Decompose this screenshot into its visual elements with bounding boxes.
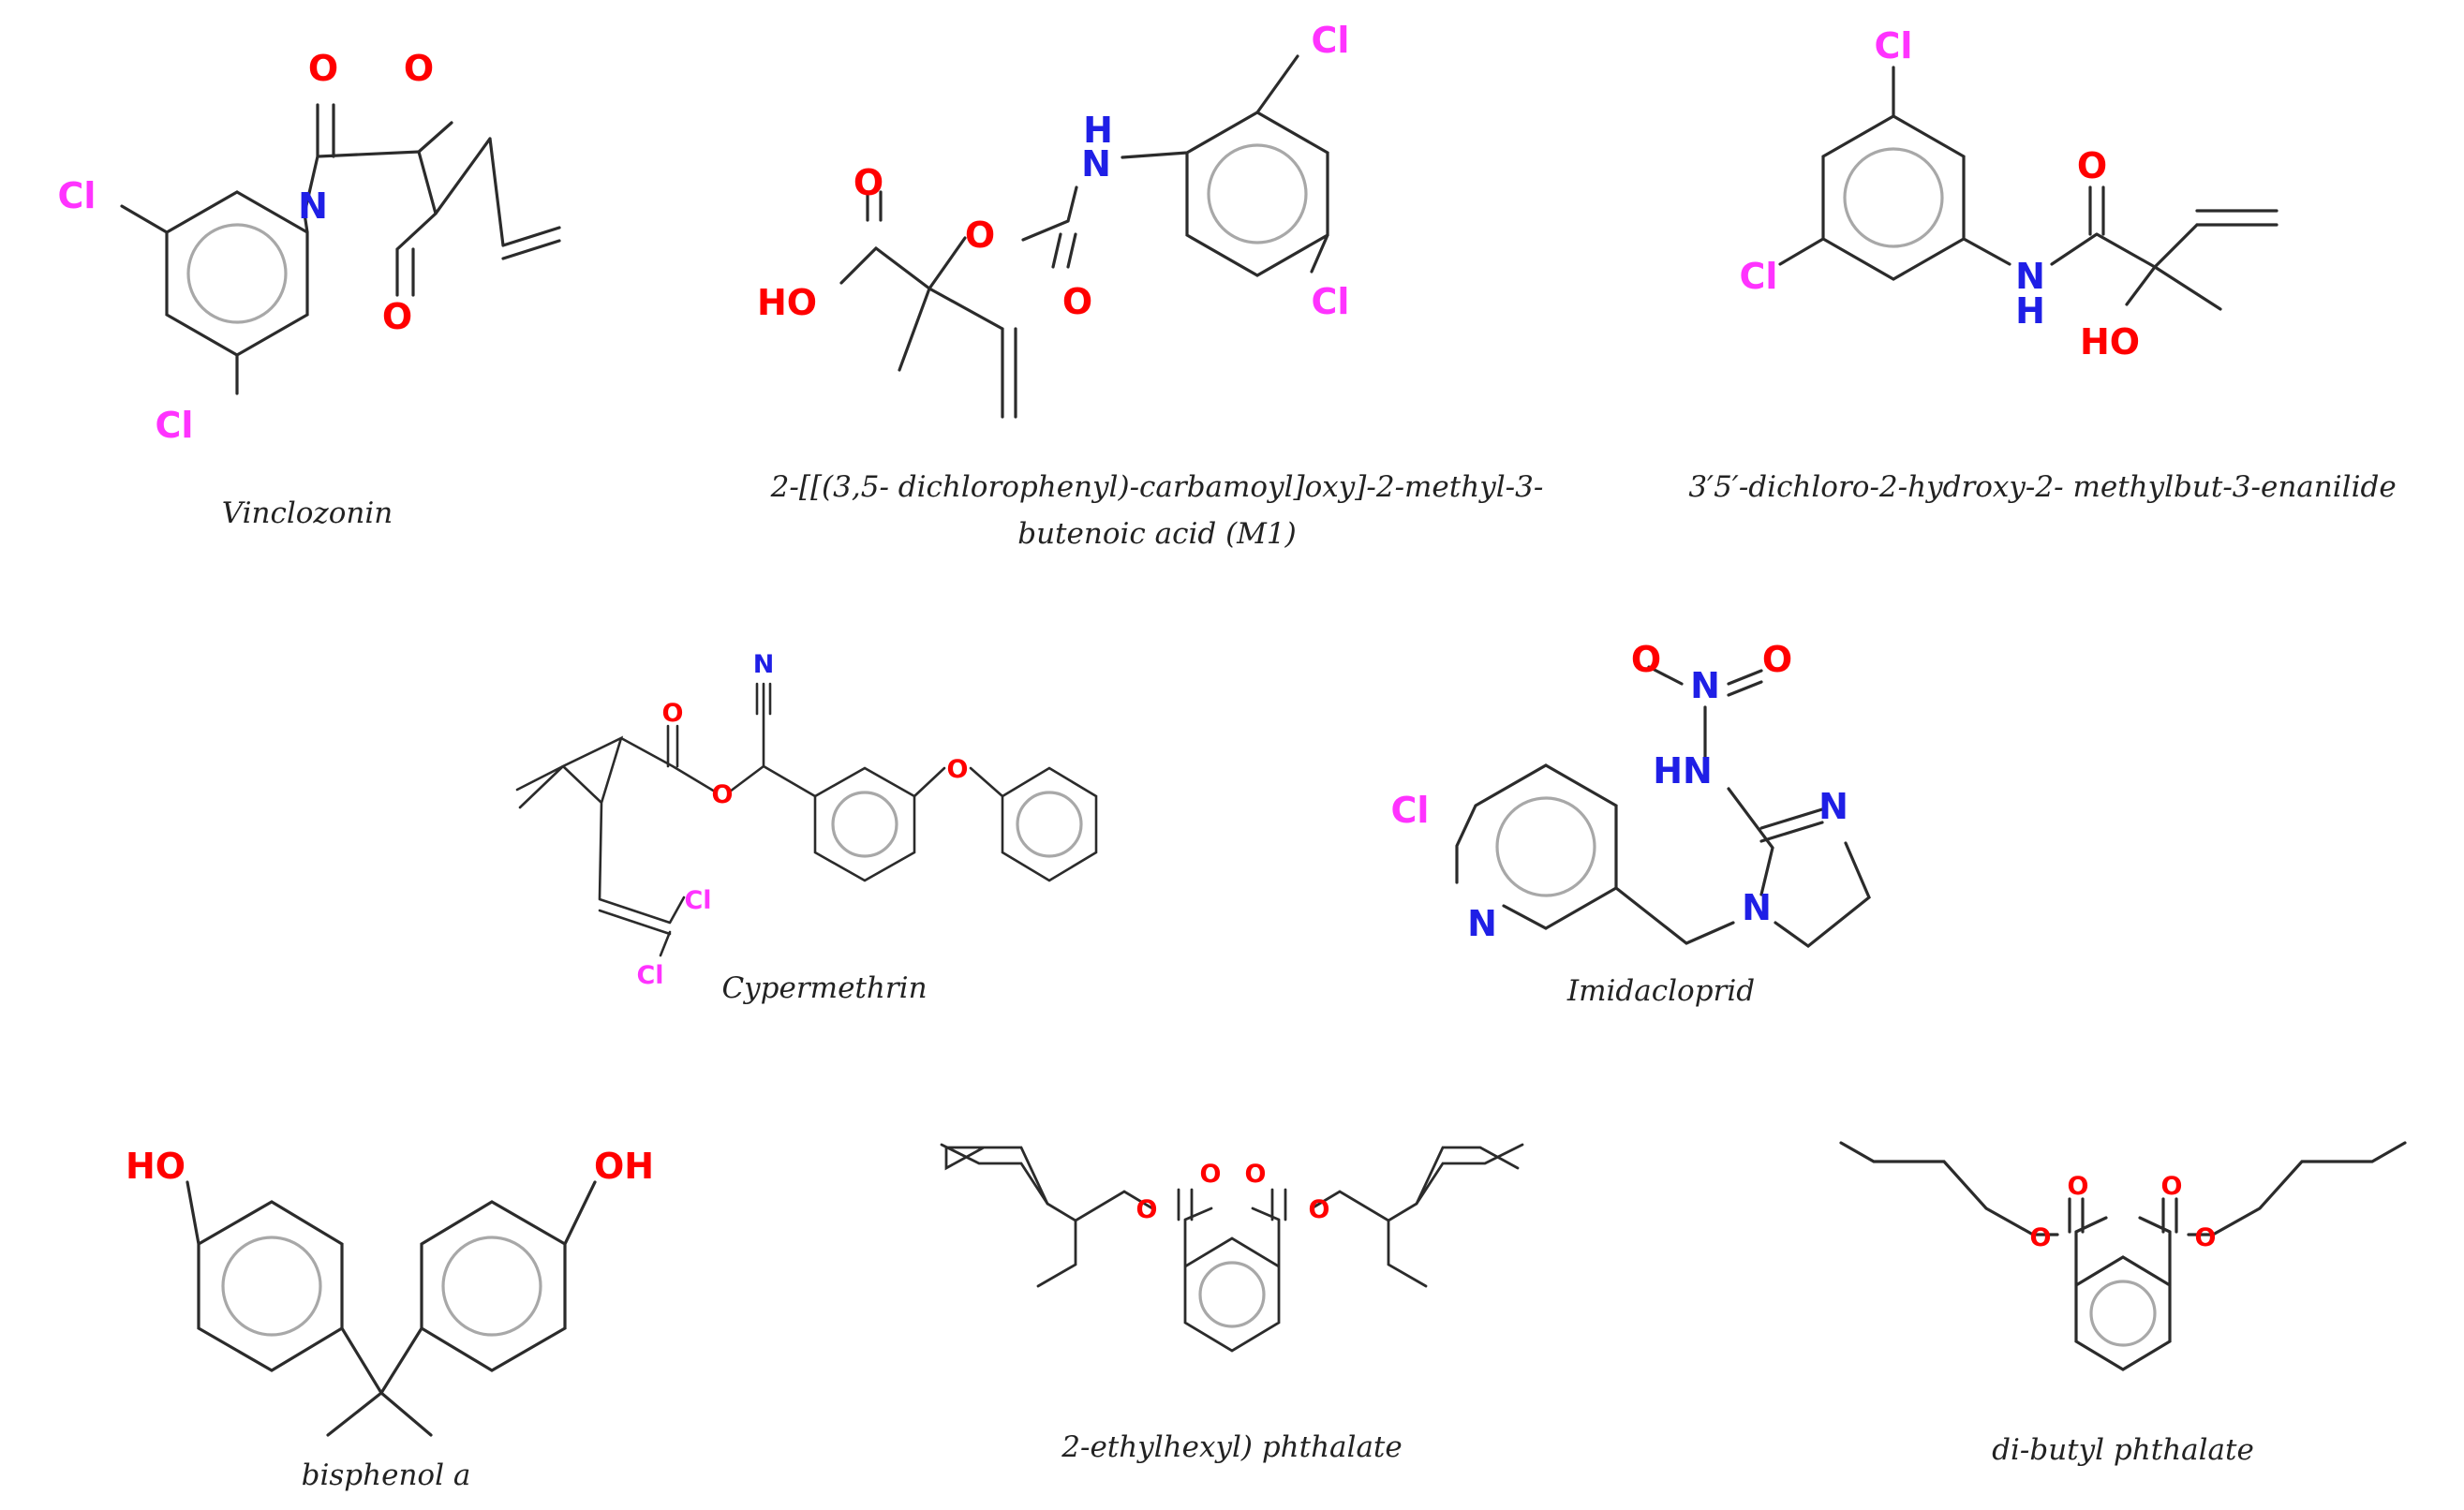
m1-atom-label: O: [965, 215, 995, 256]
dbp-aromatic-ring: [2089, 1280, 2157, 1347]
imidacloprid-atom-label: O: [1762, 639, 1792, 680]
imidacloprid-atom-label: N: [1742, 887, 1772, 928]
molecule-vinclozolin: O O Cl N O Cl Vinclozonin: [58, 48, 561, 530]
dehp-atom-label: O: [1200, 1160, 1222, 1189]
imidacloprid-atom-label: N: [1467, 903, 1497, 944]
vinclozolin-atom-label: O: [308, 48, 338, 89]
vinclozolin-atom-label: O: [382, 296, 412, 337]
cypermethrin-ring-1: [831, 791, 898, 858]
dehp-atom-label: O: [1309, 1195, 1330, 1224]
imidacloprid-atom-label: O: [1631, 639, 1661, 680]
m1-name-line-2: butenoic acid (M1): [1017, 517, 1296, 551]
enanilide-bonds: [1778, 66, 2278, 311]
imidacloprid-atom-label: N: [1690, 665, 1720, 706]
enanilide-name: 3′5′-dichloro-2-hydroxy-2- methylbut-3-e…: [1688, 470, 2396, 504]
m1-atom-label: O: [1062, 281, 1092, 322]
vinclozolin-aromatic-ring: [186, 223, 288, 324]
molecule-dehp: O O O O 2-ethylhexyl) phthalate: [940, 1143, 1524, 1464]
enanilide-atom-label: N: [2015, 256, 2045, 297]
dbp-atom-label: O: [2068, 1172, 2089, 1201]
dehp-atom-label: O: [1245, 1160, 1267, 1189]
molecule-imidacloprid: O N O HN N Cl N N Imidacloprid: [1391, 639, 1871, 1008]
m1-atom-label: Cl: [1312, 281, 1350, 322]
bpa-name: bisphenol a: [302, 1458, 471, 1492]
cypermethrin-atom-label: O: [947, 755, 969, 784]
cypermethrin-ring-2: [1016, 791, 1083, 858]
cypermethrin-atom-label: O: [712, 780, 734, 809]
molecule-cypermethrin: N O O O Cl Cl Cypermethrin: [515, 650, 1098, 1005]
cypermethrin-atom-label: Cl: [684, 886, 711, 915]
bpa-bonds: [186, 1180, 597, 1437]
vinclozolin-atom-label: O: [404, 48, 434, 89]
m1-aromatic-ring: [1207, 143, 1308, 244]
imidacloprid-atom-label: HN: [1653, 750, 1713, 792]
enanilide-atom-label: HO: [2080, 321, 2140, 363]
cypermethrin-atom-label: O: [662, 699, 684, 728]
cypermethrin-atom-label: Cl: [636, 961, 663, 990]
m1-atom-label: N: [1081, 143, 1111, 185]
vinclozolin-atom-label: N: [298, 185, 328, 227]
dbp-atom-label: O: [2161, 1172, 2183, 1201]
molecule-bpa: HO OH bisphenol a: [126, 1146, 654, 1492]
enanilide-atom-label: Cl: [1740, 256, 1778, 297]
dehp-left-tail: [940, 1143, 1049, 1206]
dbp-atom-label: O: [2195, 1223, 2217, 1252]
dehp-atom-label: O: [1136, 1195, 1158, 1224]
cypermethrin-atom-label: N: [753, 650, 775, 679]
bpa-ring-1: [221, 1236, 322, 1337]
enanilide-atom-label: H: [2015, 290, 2045, 332]
vinclozolin-atom-label: Cl: [156, 405, 194, 446]
bpa-atom-label: HO: [126, 1146, 186, 1187]
enanilide-aromatic-ring: [1843, 147, 1944, 248]
bpa-atom-label: OH: [594, 1146, 654, 1187]
dehp-right-tail: [1415, 1143, 1524, 1206]
imidacloprid-pyridine-ring: [1495, 796, 1596, 897]
imidacloprid-atom-label: N: [1818, 786, 1848, 827]
m1-name-line-1: 2-[[(3,5- dichlorophenyl)-carbamoyl]oxy]…: [770, 470, 1544, 504]
bpa-ring-2: [441, 1236, 542, 1337]
molecule-m1: Cl H N O O HO O Cl 2-[[(3,5- dichlorophe…: [757, 20, 1543, 551]
vinclozolin-name: Vinclozonin: [222, 496, 393, 530]
vinclozolin-atom-label: Cl: [58, 175, 96, 216]
imidacloprid-name: Imidacloprid: [1566, 974, 1755, 1008]
imidacloprid-bonds: [1455, 665, 1871, 949]
m1-bonds: [839, 54, 1329, 419]
molecule-dbp: O O O O di-butyl phthalate: [1839, 1141, 2407, 1467]
imidacloprid-atom-label: Cl: [1391, 790, 1430, 831]
enanilide-atom-label: Cl: [1875, 25, 1913, 67]
m1-atom-label: HO: [757, 282, 817, 323]
dbp-atom-label: O: [2030, 1223, 2052, 1252]
vinclozolin-bonds: [120, 103, 561, 395]
dehp-aromatic-ring: [1198, 1261, 1266, 1328]
cypermethrin-bonds: [515, 682, 1098, 957]
cypermethrin-name: Cypermethrin: [721, 971, 927, 1005]
dehp-name: 2-ethylhexyl) phthalate: [1061, 1430, 1402, 1464]
m1-atom-label: Cl: [1312, 20, 1350, 61]
m1-atom-label: O: [853, 162, 883, 203]
m1-atom-label: H: [1083, 110, 1113, 151]
enanilide-atom-label: O: [2077, 145, 2107, 186]
dbp-bonds: [1839, 1141, 2407, 1371]
molecule-enanilide: Cl O Cl N H HO 3′5′-dichloro-2-hydroxy-2…: [1688, 25, 2396, 504]
dbp-name: di-butyl phthalate: [1992, 1433, 2254, 1467]
